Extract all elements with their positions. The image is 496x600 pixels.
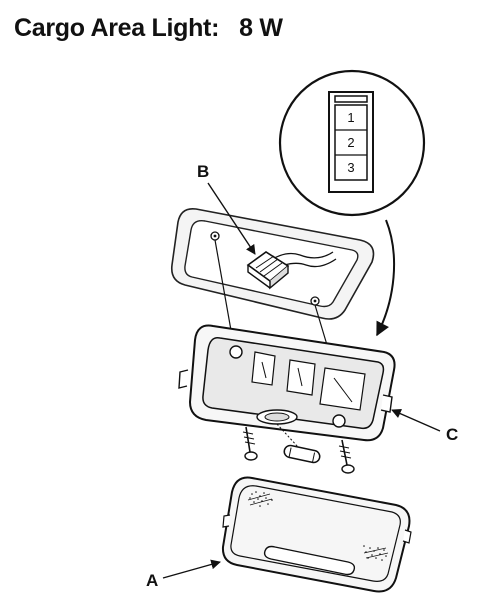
pin-2-label: 2: [347, 135, 354, 150]
harness-wire: [267, 251, 334, 263]
title-wattage: 8 W: [239, 14, 283, 42]
connector-lock-tab: [334, 95, 368, 103]
page-title: Cargo Area Light: 8 W: [14, 14, 283, 43]
screw-left: [242, 426, 258, 461]
lens-cover: [221, 476, 412, 593]
pin-3-label: 3: [347, 160, 354, 175]
callout-c-leader: [391, 409, 441, 432]
screw-right: [338, 439, 355, 474]
wire-connector: [246, 251, 290, 290]
inset-pointer-arrow: [376, 219, 396, 337]
callout-a-label: A: [146, 571, 158, 590]
light-housing: [178, 324, 396, 442]
callout-c-label: C: [446, 425, 458, 444]
connector-face: [334, 104, 368, 181]
callout-b-leader: [207, 182, 256, 255]
callout-a-leader: [162, 559, 221, 579]
alignment-line-left: [214, 239, 233, 337]
festoon-bulb: [276, 423, 321, 464]
callout-b-label: B: [197, 162, 209, 181]
title-label: Cargo Area Light:: [14, 14, 220, 42]
lens-window: [263, 545, 356, 576]
pin-1-label: 1: [347, 110, 354, 125]
housing-clip: [380, 394, 393, 413]
connector-terminal-view: 1 2 3: [278, 69, 426, 217]
